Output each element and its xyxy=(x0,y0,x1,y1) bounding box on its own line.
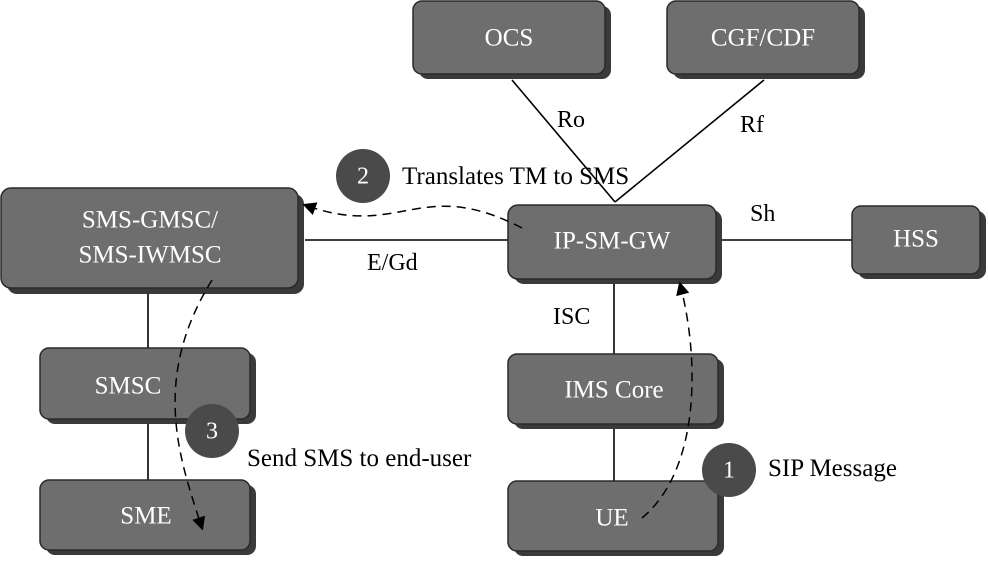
e-gd-label: E/Gd xyxy=(367,250,418,276)
rf-label: Rf xyxy=(740,112,764,138)
sh-label: Sh xyxy=(750,201,775,227)
ocs-node: OCS xyxy=(412,0,611,79)
hss-label: HSS xyxy=(893,226,939,253)
sms-iwmsc-label: SMS-IWMSC xyxy=(78,242,221,269)
ims-core-node: IMS Core xyxy=(507,353,724,429)
sip-message-flow-arrow xyxy=(641,281,693,519)
step-3-number: 3 xyxy=(206,419,218,445)
ue-node: UE xyxy=(507,480,724,556)
sms-gmsc-node: SMS-GMSC/ SMS-IWMSC xyxy=(0,187,304,294)
ocs-label: OCS xyxy=(485,25,534,52)
step-1-number: 1 xyxy=(723,458,735,484)
sme-label: SME xyxy=(120,503,171,530)
sme-node: SME xyxy=(39,479,256,555)
step-2-label: Translates TM to SMS xyxy=(402,163,629,190)
cgf-cdf-node: CGF/CDF xyxy=(666,0,865,79)
isc-label: ISC xyxy=(553,304,590,330)
ro-link xyxy=(511,79,616,203)
step-3-badge: 3 xyxy=(185,404,239,458)
step-2-number: 2 xyxy=(357,164,369,190)
step-2-badge: 2 xyxy=(336,149,390,203)
smsc-label: SMSC xyxy=(95,373,162,400)
translate-flow-arrow xyxy=(302,202,523,229)
ip-sm-gw-node: IP-SM-GW xyxy=(507,204,722,284)
send-sms-flow-arrow xyxy=(174,279,213,531)
rf-link xyxy=(614,79,765,203)
hss-node: HSS xyxy=(851,205,986,279)
ue-label: UE xyxy=(595,505,628,532)
cgf-cdf-label: CGF/CDF xyxy=(711,25,815,52)
ro-label: Ro xyxy=(557,107,585,133)
step-1-label: SIP Message xyxy=(768,455,897,482)
sms-gmsc-label: SMS-GMSC/ xyxy=(82,207,218,234)
ims-core-label: IMS Core xyxy=(564,377,663,404)
step-3-label: Send SMS to end-user xyxy=(247,445,472,472)
ip-sm-gw-label: IP-SM-GW xyxy=(554,228,671,255)
step-1-badge: 1 xyxy=(702,443,756,497)
